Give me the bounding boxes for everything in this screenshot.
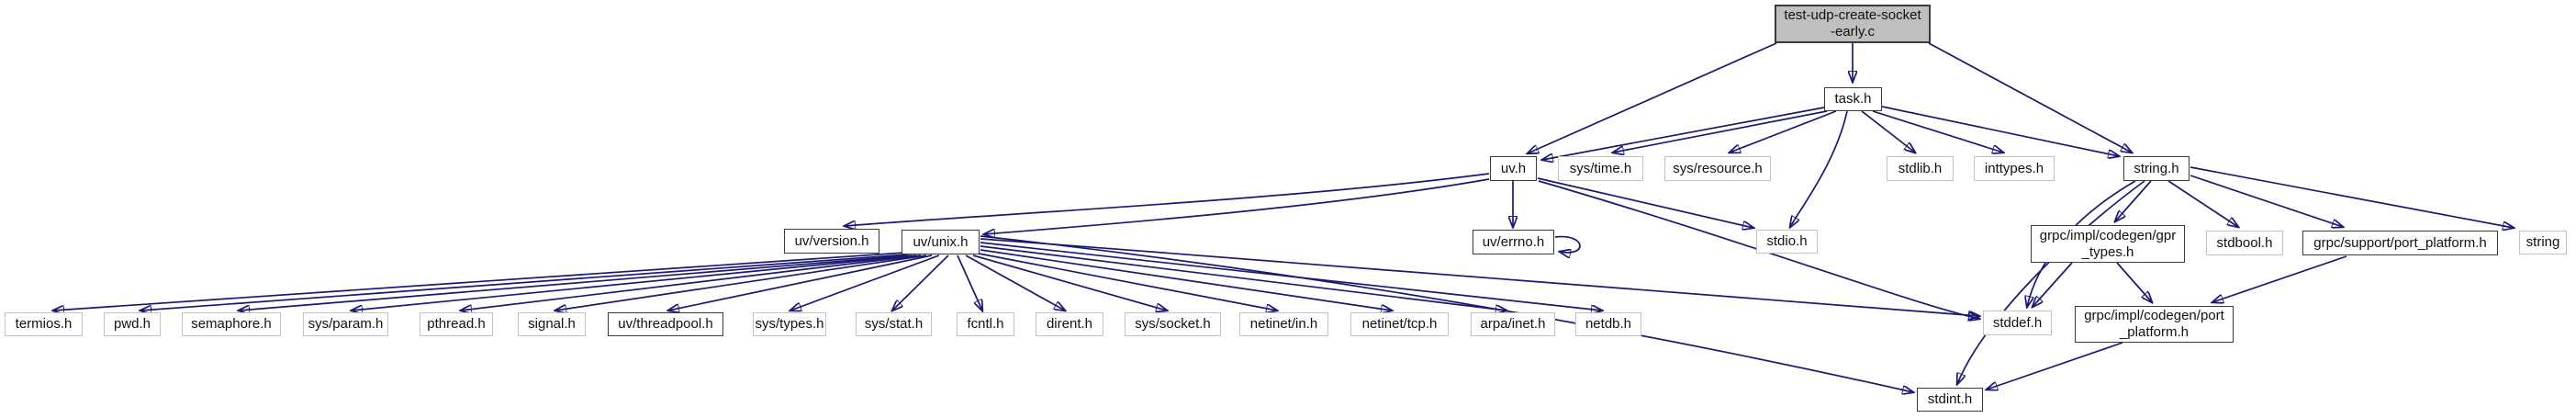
node-grpc-impl-codegen-port-platform-h[interactable]: grpc/impl/codegen/port _platform.h xyxy=(2075,306,2234,343)
edge-uv-stdio xyxy=(1537,177,1753,228)
node-grpc-support-port-platform-h[interactable]: grpc/support/port_platform.h xyxy=(2302,231,2498,255)
edge-unix-systypes xyxy=(790,254,940,311)
node-netinet-tcp-h: netinet/tcp.h xyxy=(1350,312,1449,336)
node-grpc-impl-codegen-gpr-types-h[interactable]: grpc/impl/codegen/gpr _types.h xyxy=(2031,225,2185,263)
edge-task-stdio xyxy=(1790,110,1848,227)
node-netinet-in-h: netinet/in.h xyxy=(1239,312,1328,336)
edge-unix-stdint xyxy=(980,235,1913,392)
node-netdb-h: netdb.h xyxy=(1575,312,1641,336)
node-dirent-h: dirent.h xyxy=(1036,312,1103,336)
edge-string-supportpp xyxy=(2190,175,2343,227)
edge-uv-uvversion xyxy=(845,173,1490,226)
node-sys-stat-h: sys/stat.h xyxy=(856,312,932,336)
edge-gprtypes-codegenpp xyxy=(2116,262,2152,302)
edge-unix-arpainet xyxy=(980,245,1506,311)
node-uv-threadpool-h[interactable]: uv/threadpool.h xyxy=(608,312,723,336)
node-inttypes-h: inttypes.h xyxy=(1974,156,2055,181)
node-sys-time-h: sys/time.h xyxy=(1558,156,1643,181)
node-sys-socket-h: sys/socket.h xyxy=(1125,312,1221,336)
node-uv-version-h[interactable]: uv/version.h xyxy=(784,229,879,254)
node-termios-h: termios.h xyxy=(5,312,83,336)
node-sys-types-h: sys/types.h xyxy=(753,312,826,336)
node-string-h[interactable]: string.h xyxy=(2123,156,2190,181)
edge-unix-netinettcp xyxy=(980,249,1392,311)
node-stdbool-h: stdbool.h xyxy=(2206,231,2283,255)
node-stdlib-h: stdlib.h xyxy=(1887,156,1954,181)
edge-string-stdint xyxy=(1957,180,2145,384)
edge-task-systime xyxy=(1613,110,1828,153)
edge-task-string xyxy=(1881,106,2119,156)
edge-unix-threadpool xyxy=(668,254,933,311)
node-uv-errno-h[interactable]: uv/errno.h xyxy=(1473,230,1554,254)
edge-unix-pthread xyxy=(461,254,922,311)
edge-unix-sysstat xyxy=(892,254,949,311)
edge-codegenpp-stdint xyxy=(1987,342,2123,390)
node-stddef-h: stddef.h xyxy=(1983,311,2052,335)
node-arpa-inet-h: arpa/inet.h xyxy=(1471,312,1555,336)
edge-unix-sysparam xyxy=(352,254,917,311)
edge-unix-dirent xyxy=(965,254,1065,311)
edge-uv-stddef xyxy=(1538,180,1979,319)
edge-unix-netinetin xyxy=(978,253,1277,311)
node-task-h[interactable]: task.h xyxy=(1824,87,1882,111)
edge-string-stringdir xyxy=(2190,166,2514,228)
edge-task-sysresource xyxy=(1730,110,1837,153)
edge-task-stdlib xyxy=(1861,110,1915,153)
node-string-dir: string xyxy=(2519,231,2567,254)
edge-string-gprtypes xyxy=(2115,180,2152,221)
node-stdio-h: stdio.h xyxy=(1756,230,1818,254)
node-sys-resource-h: sys/resource.h xyxy=(1664,156,1771,181)
edge-unix-semaphore xyxy=(239,254,913,311)
node-semaphore-h: semaphore.h xyxy=(182,312,281,336)
edge-unix-signal xyxy=(555,254,927,311)
node-stdint-h[interactable]: stdint.h xyxy=(1917,388,1983,412)
edge-supportpp-codegenpp xyxy=(2212,255,2347,302)
edge-task-inttypes xyxy=(1872,110,2003,153)
node-uv-unix-h[interactable]: uv/unix.h xyxy=(902,230,980,254)
edge-unix-pwd xyxy=(140,254,909,311)
edge-unix-syssocket xyxy=(972,254,1167,311)
edge-root-uv xyxy=(1528,42,1777,153)
node-sys-param-h: sys/param.h xyxy=(303,312,388,336)
edge-task-uv xyxy=(1542,107,1825,160)
edge-string-stdbool xyxy=(2167,180,2238,227)
edge-unix-termios xyxy=(53,252,906,311)
node-pthread-h: pthread.h xyxy=(420,312,493,336)
edge-unix-stddef xyxy=(980,238,1979,316)
edge-gprtypes-stddef xyxy=(2033,262,2073,307)
node-test-udp-create-socket-early-c: test-udp-create-socket -early.c xyxy=(1775,5,1931,43)
node-signal-h: signal.h xyxy=(518,312,586,336)
edge-unix-fcntl xyxy=(957,254,982,311)
node-pwd-h: pwd.h xyxy=(104,312,161,336)
node-fcntl-h: fcntl.h xyxy=(957,312,1014,336)
edge-uv-uvunix xyxy=(984,178,1490,234)
edge-root-string xyxy=(1928,42,2132,153)
node-uv-h[interactable]: uv.h xyxy=(1490,156,1537,181)
edge-errno-selfloop xyxy=(1554,235,1581,253)
